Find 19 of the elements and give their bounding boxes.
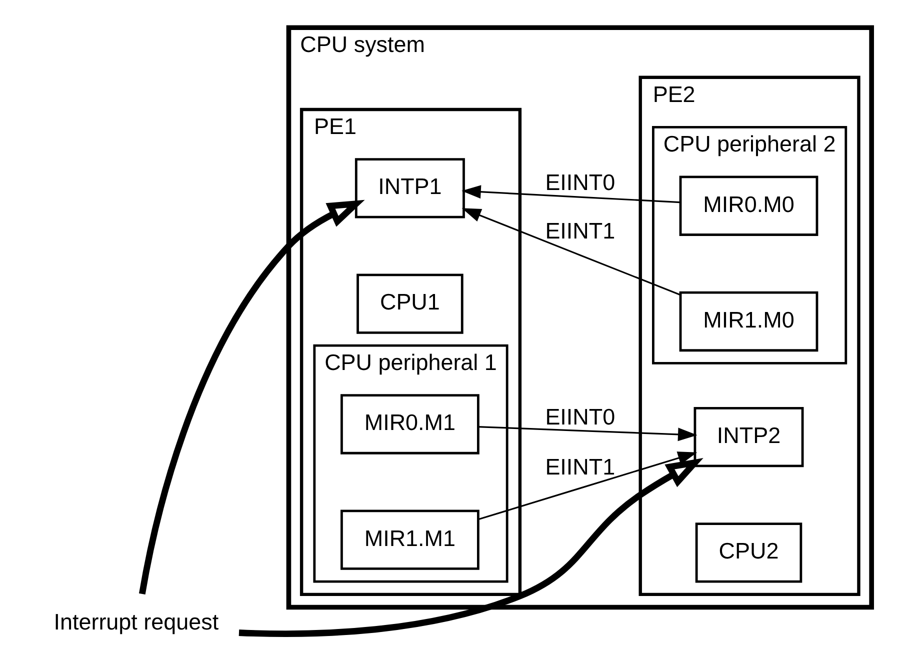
node-box: MIR1.M0 (678, 291, 818, 352)
edge-label: EIINT0 (544, 404, 615, 430)
arrow (478, 452, 697, 520)
arrow (461, 208, 680, 296)
edge-label: EIINT1 (544, 454, 615, 480)
node-box: INTP2 (693, 406, 804, 468)
arrow (478, 426, 697, 442)
edge-label: EIINT1 (544, 218, 615, 244)
node-box: CPU2 (694, 522, 802, 583)
arrow (238, 458, 703, 637)
node-box: MIR1.M1 (340, 510, 479, 570)
arrow (138, 200, 364, 595)
node-box: MIR0.M1 (340, 394, 479, 454)
node-box: INTP1 (354, 158, 464, 218)
arrow (461, 185, 680, 204)
edge-label: EIINT0 (544, 170, 615, 196)
node-box: CPU1 (356, 274, 463, 334)
node-text: Interrupt request (53, 609, 218, 634)
node-box: MIR0.M0 (678, 176, 818, 236)
